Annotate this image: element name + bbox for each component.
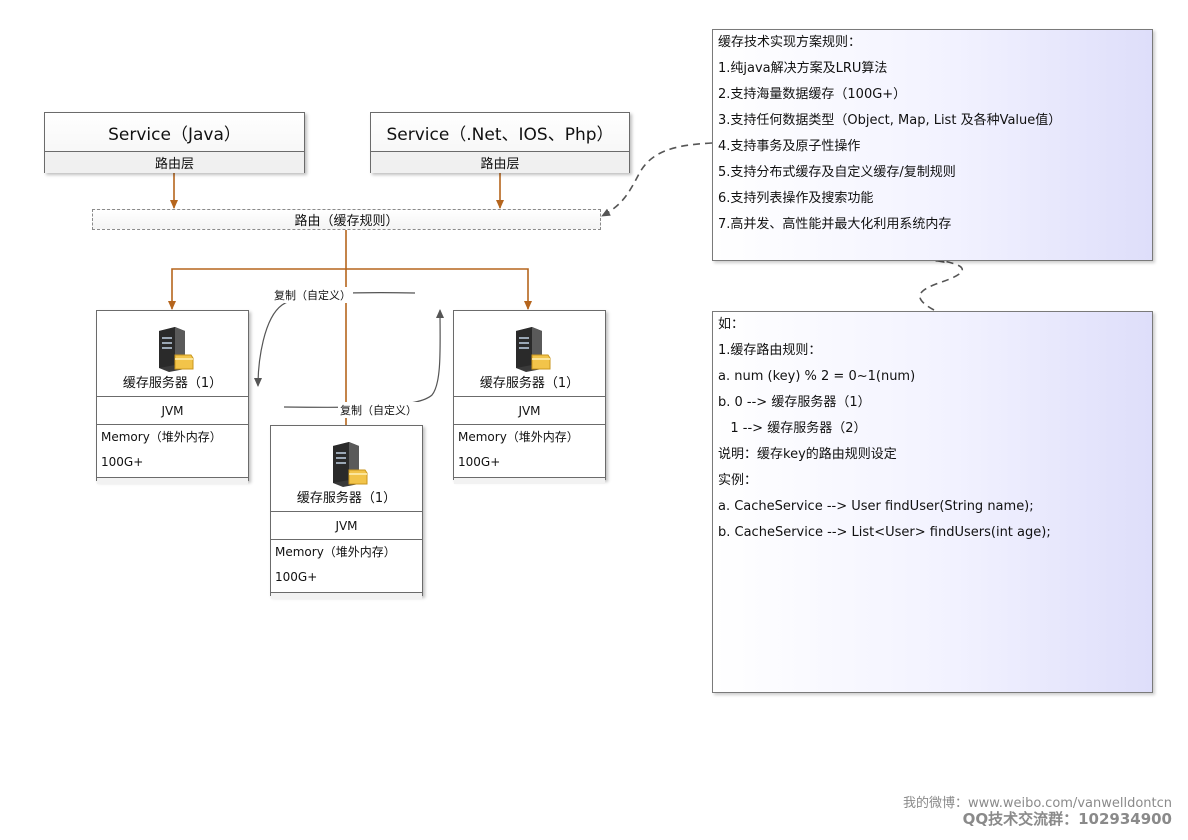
server-icon	[515, 327, 550, 372]
rules-note: 缓存技术实现方案规则： 1.纯java解决方案及LRU算法 2.支持海量数据缓存…	[712, 29, 1153, 261]
example-note-line: 1 --> 缓存服务器（2）	[718, 421, 867, 436]
cache-server-right: 缓存服务器（1） JVM Memory（堆外内存） 100G+	[453, 310, 606, 484]
service-net-box: Service（.Net、IOS、Php） 路由层	[370, 112, 630, 173]
example-note-line: b. 0 --> 缓存服务器（1）	[718, 395, 871, 410]
rules-note-line: 缓存技术实现方案规则：	[718, 35, 862, 50]
rules-note-line: 6.支持列表操作及搜索功能	[718, 191, 874, 206]
example-note-line: 如：	[718, 317, 745, 332]
rules-note-line: 3.支持任何数据类型（Object, Map, List 及各种Value值）	[718, 113, 1062, 128]
arrow-route-to-left-server	[168, 230, 347, 310]
service-java-box: Service（Java） 路由层	[44, 112, 305, 173]
replicate-curve-2	[283, 309, 445, 408]
service-java-title: Service（Java）	[45, 113, 304, 152]
watermark-qq: QQ技术交流群：102934900	[962, 810, 1172, 828]
server-jvm: JVM	[271, 512, 422, 540]
rules-note-line: 7.高并发、高性能并最大化利用系统内存	[718, 217, 952, 232]
server-memory: Memory（堆外内存）	[275, 545, 396, 559]
replicate-label-1: 复制（自定义）	[272, 287, 353, 303]
service-net-layer: 路由层	[371, 152, 629, 173]
server-jvm: JVM	[97, 397, 248, 425]
rules-note-line: 5.支持分布式缓存及自定义缓存/复制规则	[718, 165, 956, 180]
server-size: 100G+	[101, 455, 144, 469]
example-to-rules-connector	[919, 255, 963, 311]
service-net-title: Service（.Net、IOS、Php）	[371, 113, 629, 152]
example-note-line: a. num (key) % 2 = 0~1(num)	[718, 369, 916, 384]
example-note: 如： 1.缓存路由规则： a. num (key) % 2 = 0~1(num)…	[712, 311, 1153, 693]
route-rule-bar: 路由（缓存规则）	[92, 209, 601, 230]
server-icon	[158, 327, 193, 372]
replicate-label-2: 复制（自定义）	[338, 402, 419, 418]
example-note-line: 1.缓存路由规则：	[718, 343, 822, 358]
rules-note-line: 1.纯java解决方案及LRU算法	[718, 61, 888, 76]
replicate-curve-1	[254, 292, 416, 387]
server-memory: Memory（堆外内存）	[458, 430, 579, 444]
rules-note-line: 2.支持海量数据缓存（100G+）	[718, 87, 907, 102]
service-java-layer: 路由层	[45, 152, 304, 173]
example-note-line: 说明：缓存key的路由规则设定	[718, 447, 897, 462]
example-note-line: 实例：	[718, 473, 758, 488]
server-jvm: JVM	[454, 397, 605, 425]
server-icon	[332, 442, 367, 487]
server-name: 缓存服务器（1）	[296, 491, 397, 506]
arrow-route-to-right-server	[346, 268, 532, 310]
server-name: 缓存服务器（1）	[122, 376, 223, 391]
server-name: 缓存服务器（1）	[479, 376, 580, 391]
example-note-line: b. CacheService --> List<User> findUsers…	[718, 525, 1051, 540]
server-size: 100G+	[458, 455, 501, 469]
watermark-weibo: 我的微博：www.weibo.com/vanwelldontcn	[902, 796, 1172, 811]
cache-server-center: 缓存服务器（1） JVM Memory（堆外内存） 100G+	[270, 425, 423, 599]
example-note-line: a. CacheService --> User findUser(String…	[718, 499, 1034, 514]
cache-server-left: 缓存服务器（1） JVM Memory（堆外内存） 100G+	[96, 310, 249, 484]
rules-note-line: 4.支持事务及原子性操作	[718, 139, 861, 154]
server-size: 100G+	[275, 570, 318, 584]
server-memory: Memory（堆外内存）	[101, 430, 222, 444]
note-to-route-connector	[601, 142, 713, 217]
